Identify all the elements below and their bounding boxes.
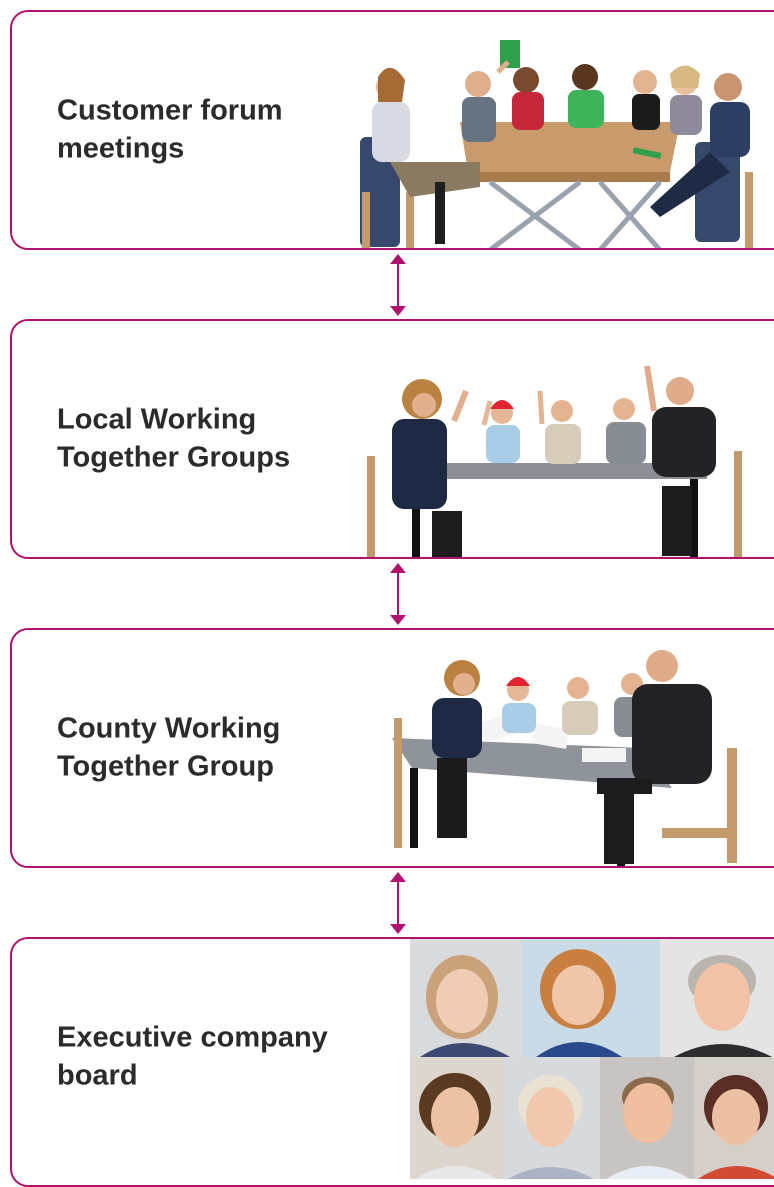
board-portrait-5 [504,1057,600,1179]
double-arrow-connector-2 [390,563,406,625]
board-portrait-1 [410,939,522,1057]
county-working-together-box: County Working Together Group [10,628,774,868]
double-arrow-connector-3 [390,872,406,934]
board-portraits-grid [410,939,774,1179]
county-working-together-label: County Working Together Group [57,712,281,783]
customer-forum-label: Customer forum meetings [57,94,283,165]
local-working-together-box: Local Working Together Groups [10,319,774,559]
board-portrait-2 [522,939,660,1057]
board-portrait-6 [600,1057,694,1179]
executive-board-box: Executive company board [10,937,774,1187]
board-portrait-4 [410,1057,504,1179]
board-portrait-3 [660,939,774,1057]
meeting-table-illustration [360,40,753,248]
double-arrow-connector-1 [390,254,406,316]
customer-forum-box: Customer forum meetings [10,10,774,250]
executive-board-label: Executive company board [57,1021,328,1093]
board-portrait-7 [694,1057,774,1179]
local-working-together-label: Local Working Together Groups [57,403,291,474]
reading-papers-illustration [392,650,737,866]
raising-hands-illustration [367,365,742,557]
